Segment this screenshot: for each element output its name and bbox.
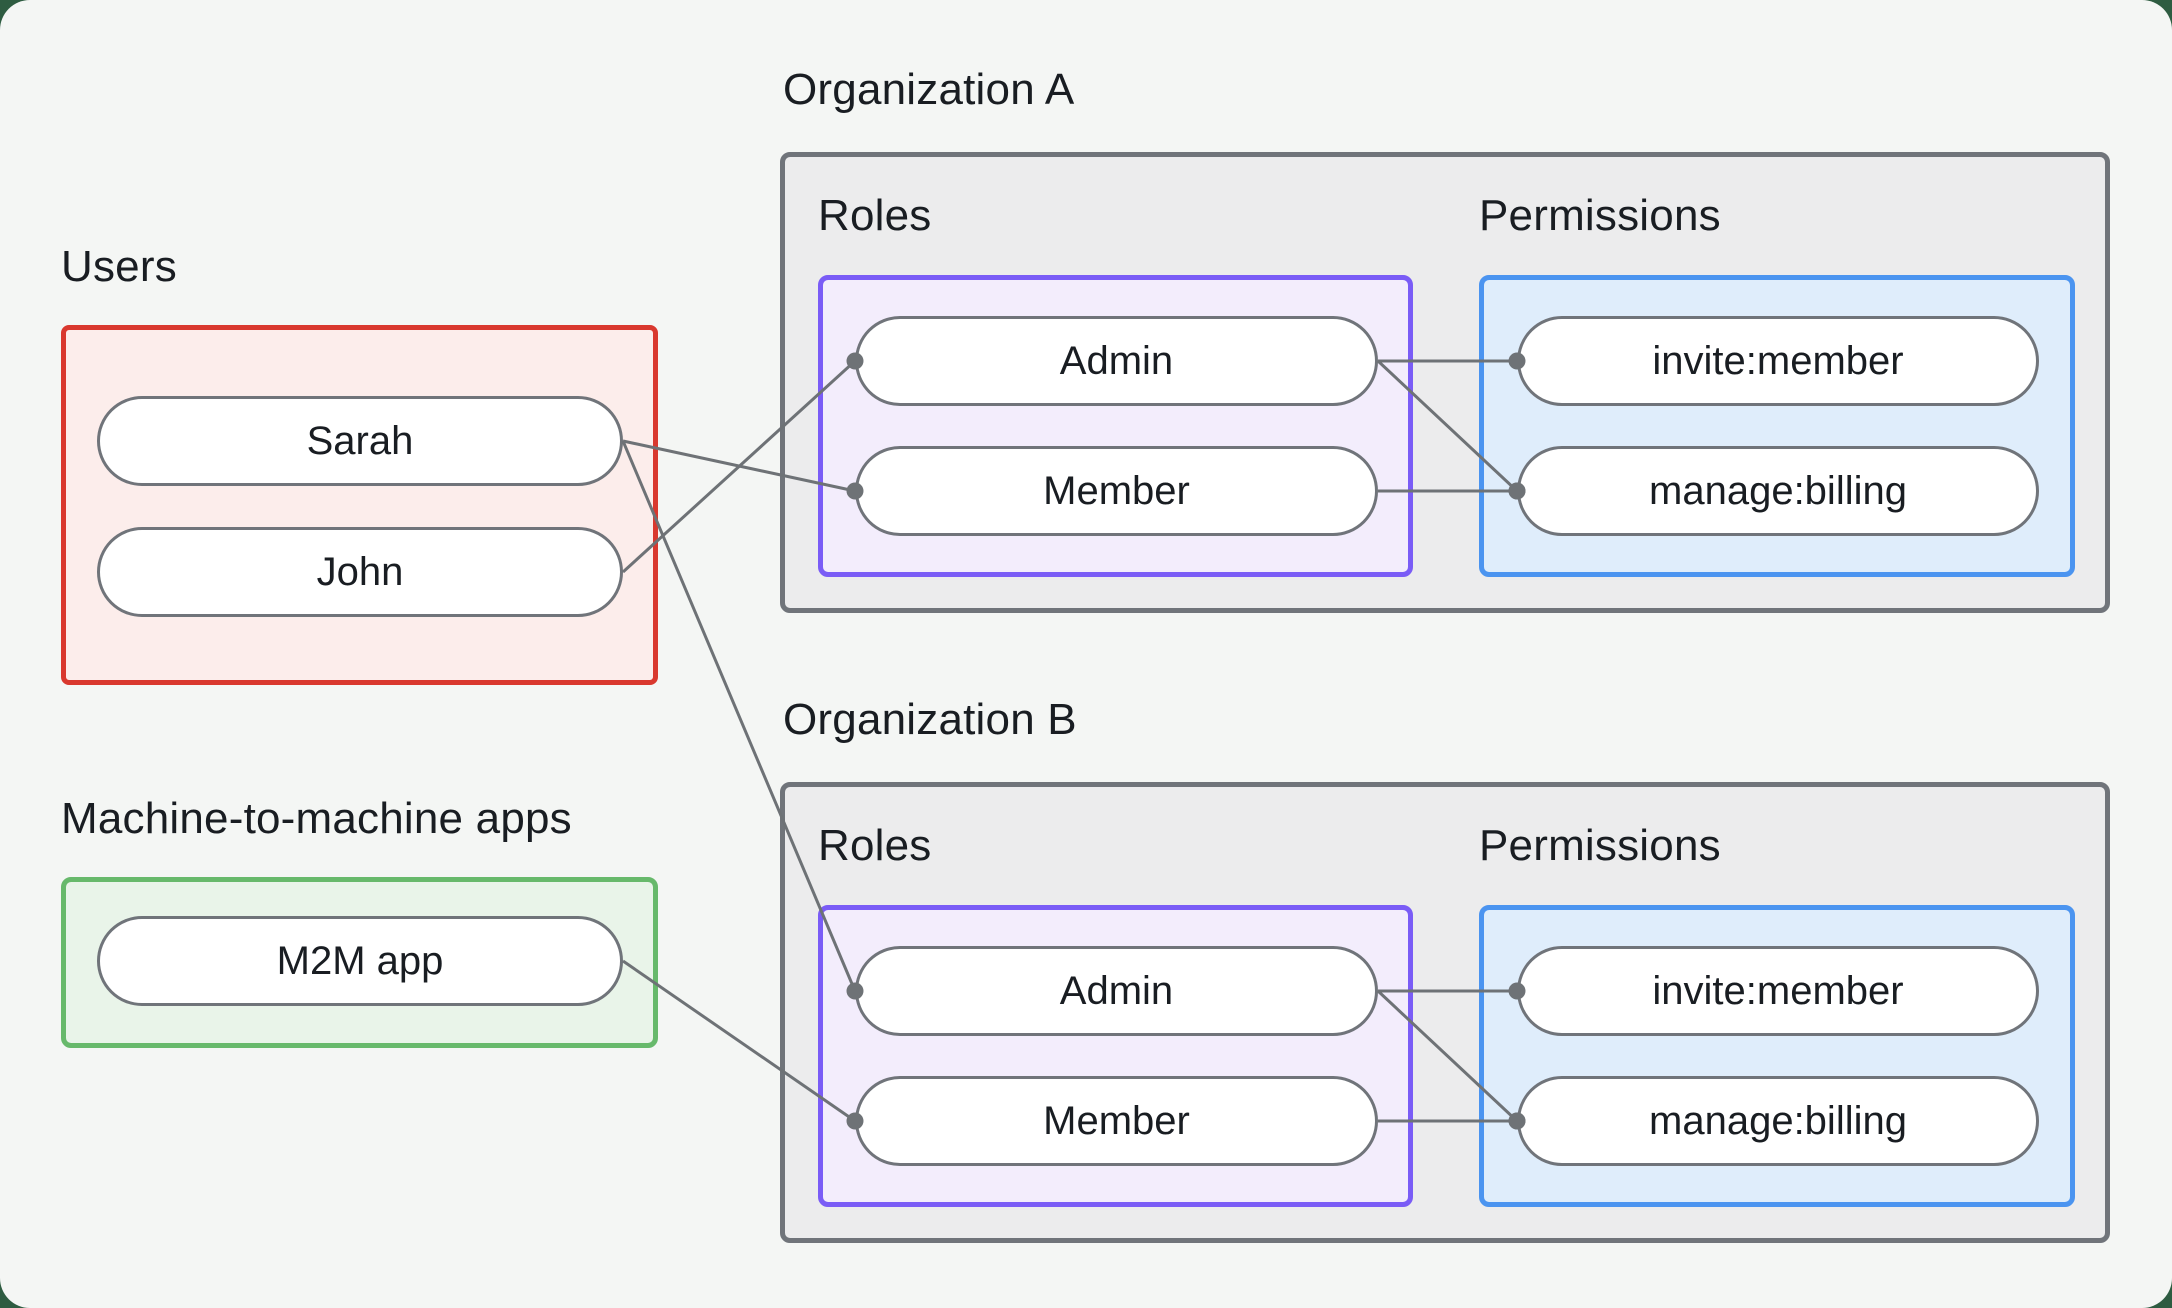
org-a-title: Organization A xyxy=(783,65,1075,114)
org-a-roles-label: Roles xyxy=(818,191,932,240)
user-node-sarah: Sarah xyxy=(97,396,623,486)
org-b-title: Organization B xyxy=(783,695,1077,744)
org-b-role-admin-node: Admin xyxy=(855,946,1378,1036)
users-group-box xyxy=(61,325,658,685)
org-a-permissions-label: Permissions xyxy=(1479,191,1721,240)
users-section-label: Users xyxy=(61,242,177,291)
org-a-role-member-node: Member xyxy=(855,446,1378,536)
org-b-permission-invite-member-node: invite:member xyxy=(1517,946,2039,1036)
org-b-role-member-node: Member xyxy=(855,1076,1378,1166)
org-a-role-admin-node: Admin xyxy=(855,316,1378,406)
org-b-permissions-label: Permissions xyxy=(1479,821,1721,870)
org-b-roles-label: Roles xyxy=(818,821,932,870)
org-a-permission-manage-billing-node: manage:billing xyxy=(1517,446,2039,536)
m2m-section-label: Machine-to-machine apps xyxy=(61,794,572,843)
user-node-john: John xyxy=(97,527,623,617)
org-a-permission-invite-member-node: invite:member xyxy=(1517,316,2039,406)
org-b-permission-manage-billing-node: manage:billing xyxy=(1517,1076,2039,1166)
m2m-app-node: M2M app xyxy=(97,916,623,1006)
